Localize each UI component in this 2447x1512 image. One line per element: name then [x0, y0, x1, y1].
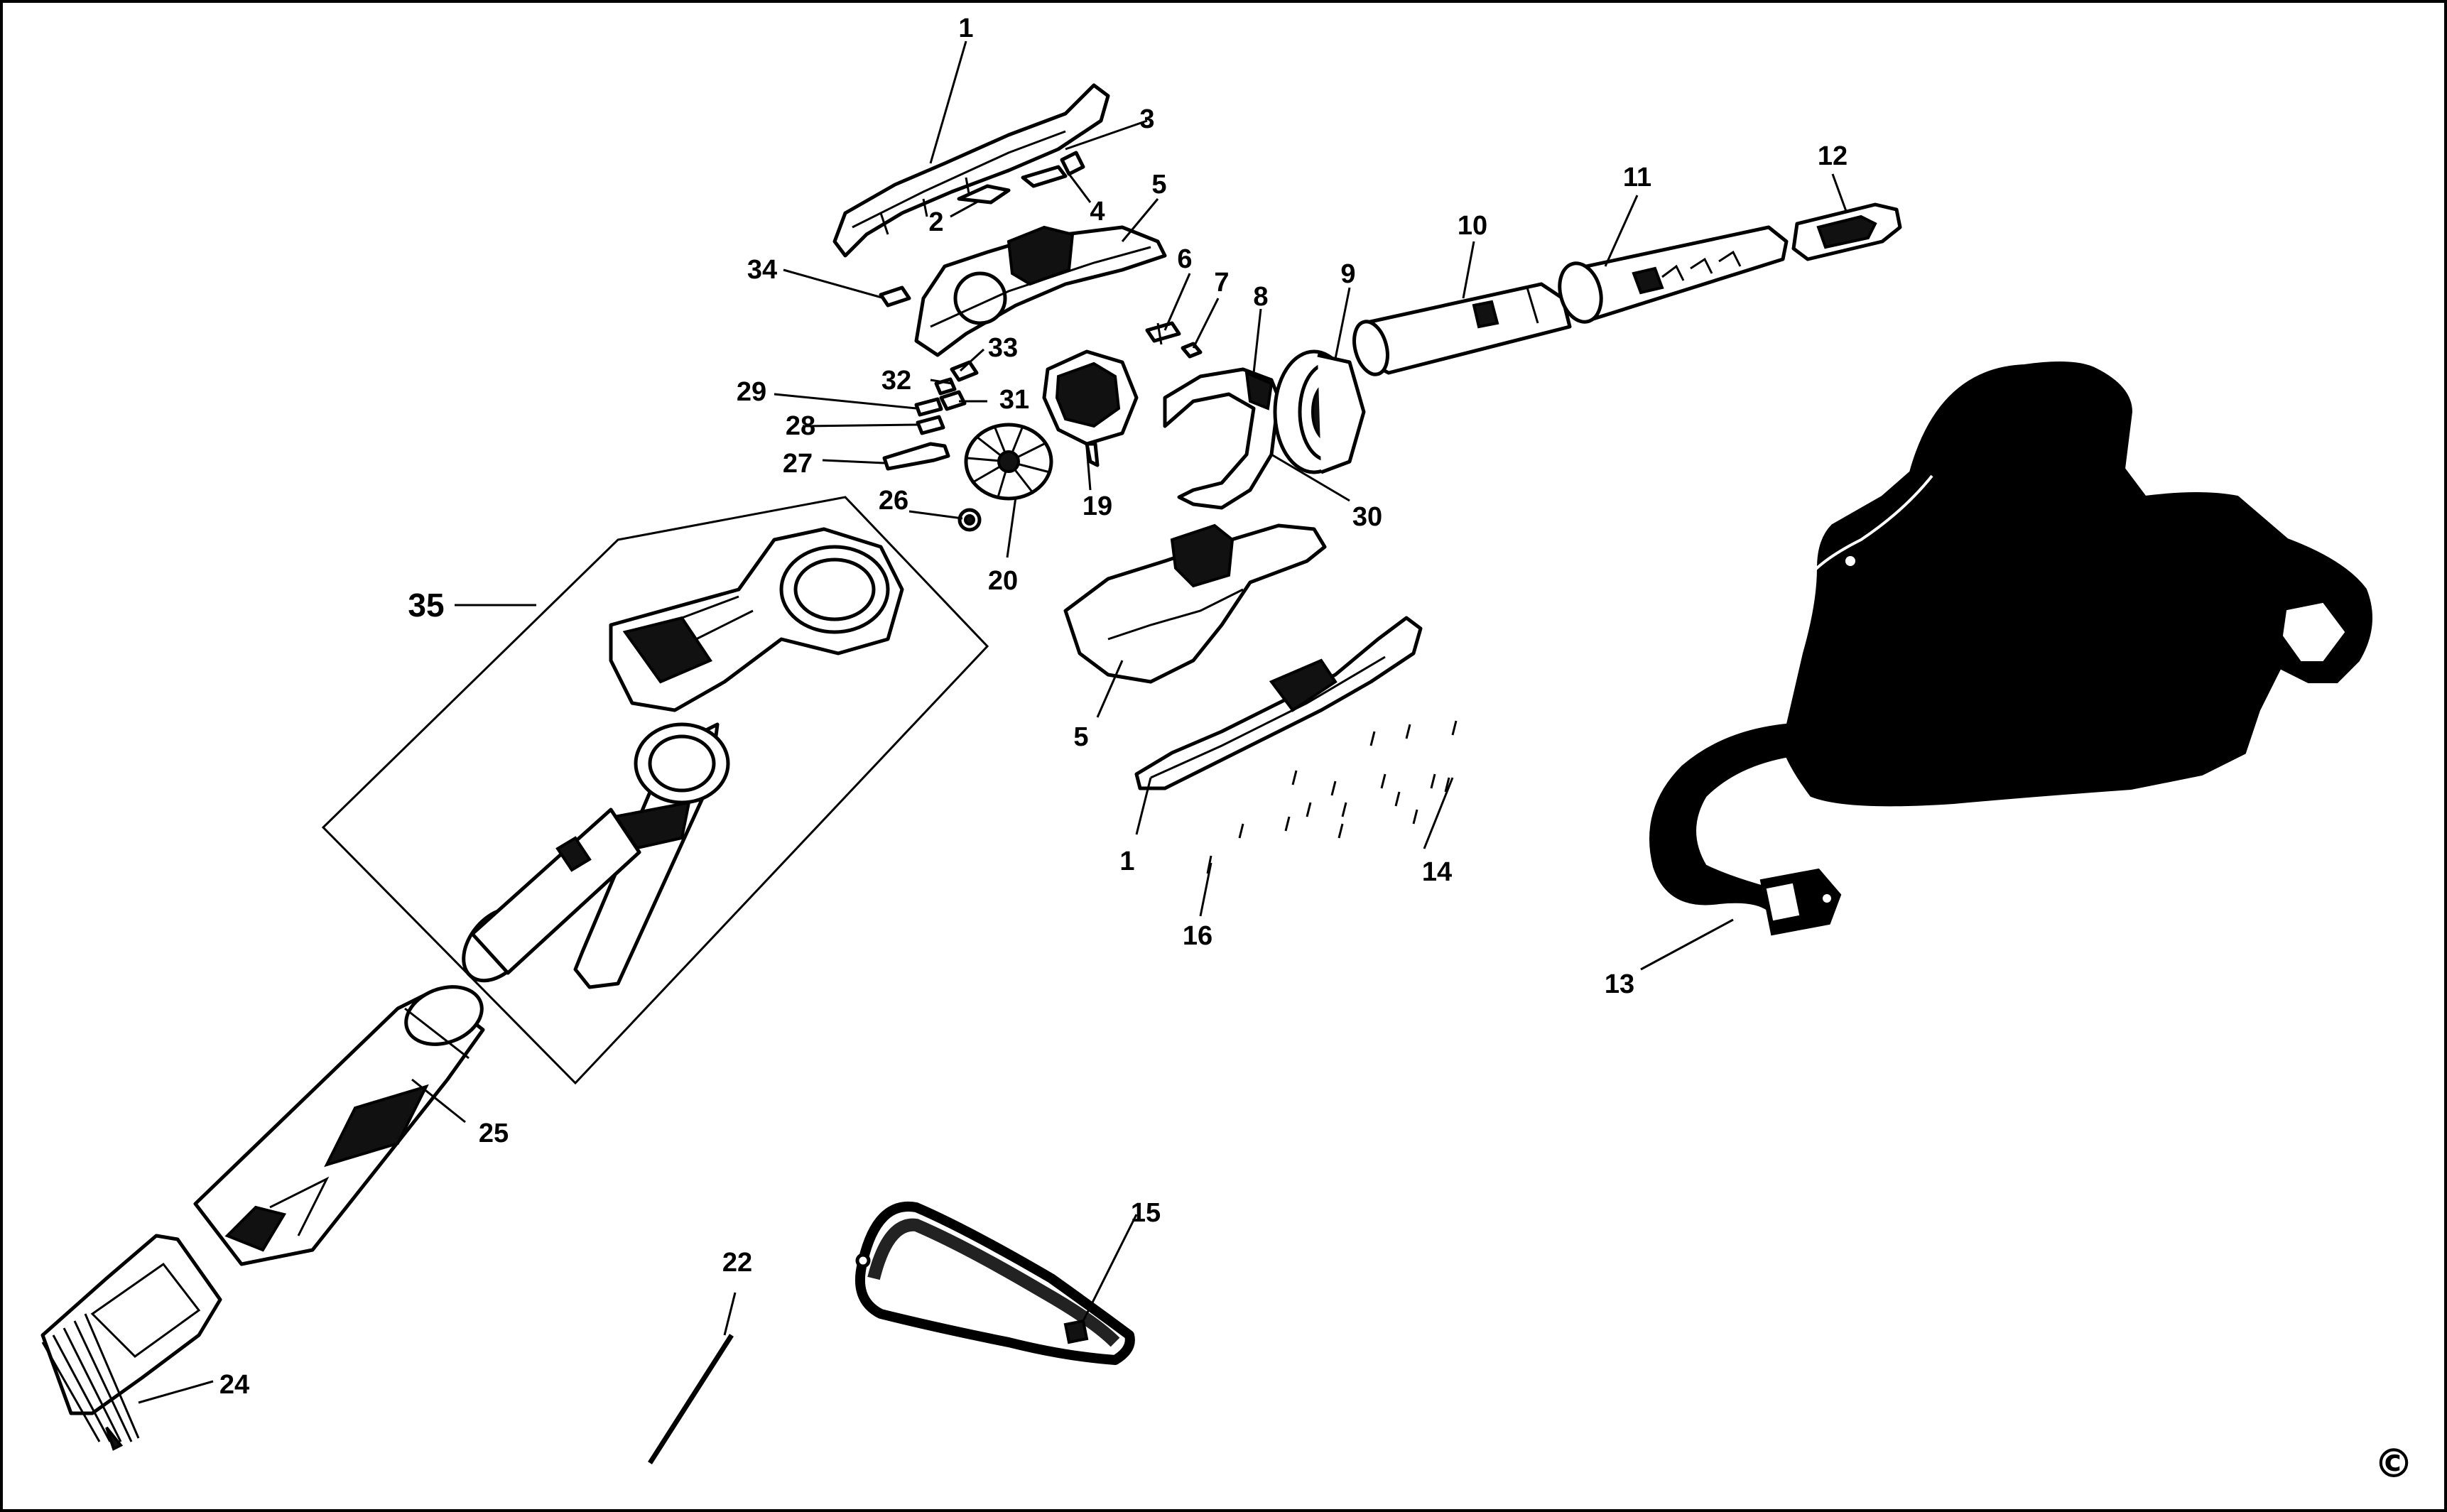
part-13-collection-bag — [1644, 361, 2372, 936]
part-6-pin — [1145, 321, 1181, 345]
part-27-shaft — [882, 442, 950, 471]
callout-26: 26 — [879, 486, 908, 516]
callout-28: 28 — [786, 411, 815, 441]
part-25-lower-tube — [193, 985, 485, 1266]
part-10-blower-tube — [1352, 282, 1572, 376]
callout-19: 19 — [1083, 491, 1112, 521]
part-7-clip — [1181, 342, 1203, 359]
callout-5-lower: 5 — [1073, 722, 1088, 752]
part-11-nozzle-tube — [1558, 225, 1789, 324]
part-5-upper-fan-housing — [914, 225, 1167, 357]
part-9-coupling — [1273, 349, 1366, 474]
callout-10: 10 — [1458, 211, 1487, 241]
callout-8: 8 — [1253, 282, 1268, 312]
part-12-nozzle-tip — [1791, 202, 1902, 261]
part-22-rod — [648, 1334, 734, 1464]
callout-11: 11 — [1623, 163, 1651, 192]
callout-31: 31 — [999, 385, 1029, 415]
callout-3: 3 — [1139, 104, 1154, 134]
callout-15: 15 — [1131, 1198, 1161, 1228]
part-5-lower-fan-housing — [1063, 523, 1327, 684]
callout-29: 29 — [737, 377, 766, 407]
part-4-spring — [1060, 151, 1085, 176]
callout-4: 4 — [1090, 197, 1105, 227]
callout-1-lower: 1 — [1119, 847, 1134, 876]
copyright-mark: © — [2374, 1441, 2414, 1487]
part-34-screw — [879, 285, 911, 308]
callout-9: 9 — [1340, 259, 1355, 289]
callout-33: 33 — [988, 333, 1018, 363]
callout-32: 32 — [881, 366, 911, 396]
part-8-bracket-ring — [1163, 367, 1281, 510]
part-1-lower-housing — [1134, 616, 1423, 790]
part-15-shoulder-strap — [854, 1201, 1135, 1365]
callout-13: 13 — [1605, 969, 1634, 999]
part-29-spacer — [914, 397, 943, 417]
callout-34: 34 — [747, 255, 777, 285]
part-35-tube-housing — [609, 527, 904, 712]
part-35-kit-outline — [321, 496, 989, 1085]
part-16-screw — [1206, 855, 1212, 874]
part-2-switch — [957, 165, 1068, 205]
callout-7: 7 — [1214, 268, 1229, 298]
callout-35: 35 — [408, 587, 444, 624]
callout-22: 22 — [722, 1248, 752, 1278]
callout-2: 2 — [928, 207, 943, 237]
callout-27: 27 — [783, 449, 813, 479]
part-26-nut — [957, 508, 982, 532]
callout-5-upper: 5 — [1151, 170, 1166, 200]
callout-30: 30 — [1352, 502, 1382, 532]
callout-1-upper: 1 — [958, 13, 973, 43]
part-35-collection-tube — [462, 722, 730, 989]
part-20-fan — [964, 423, 1053, 501]
callout-6: 6 — [1177, 244, 1192, 274]
part-33-screw — [950, 360, 979, 382]
callout-12: 12 — [1818, 141, 1848, 171]
part-28-bearing — [916, 415, 945, 435]
callout-25: 25 — [479, 1119, 509, 1148]
leader-lines — [138, 40, 1848, 1404]
callout-20: 20 — [988, 566, 1018, 596]
part-24-rake-nozzle — [40, 1234, 222, 1451]
callout-14: 14 — [1422, 857, 1452, 887]
callout-16: 16 — [1183, 921, 1212, 951]
part-14-screws — [1238, 720, 1458, 839]
callout-labels: 1 2 3 4 5 6 7 8 9 10 11 12 34 33 32 31 2… — [219, 13, 1848, 1400]
part-31-nut — [939, 390, 967, 411]
callout-24: 24 — [219, 1370, 249, 1400]
part-19-motor — [1042, 349, 1139, 467]
